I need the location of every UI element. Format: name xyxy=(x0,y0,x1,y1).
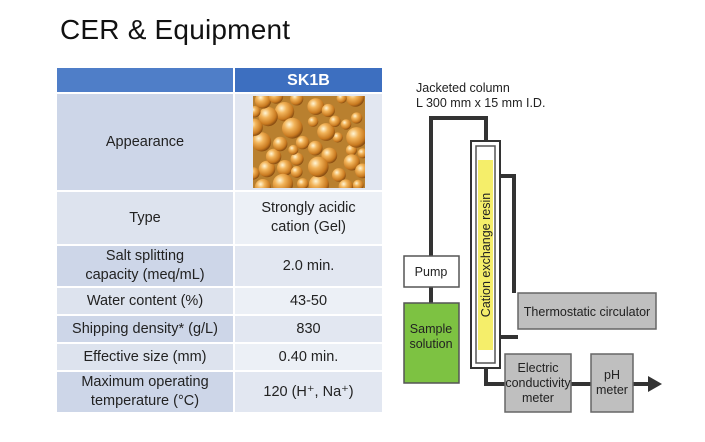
sample-line-1: Sample xyxy=(410,322,452,336)
resin-bead xyxy=(252,106,260,118)
resin-bead xyxy=(343,154,360,171)
type-line-2: cation (Gel) xyxy=(271,219,346,235)
table-header-blank xyxy=(55,66,235,94)
thermostat-label: Thermostatic circulator xyxy=(524,305,650,319)
resin-bead xyxy=(290,166,303,178)
resin-bead xyxy=(258,160,275,178)
resin-bead xyxy=(268,96,283,104)
resin-bead xyxy=(254,179,271,188)
row-value-effective-size: 0.40 min. xyxy=(233,342,384,372)
conductivity-meter-box xyxy=(504,353,572,413)
temp-line-2: temperature (°C) xyxy=(90,393,200,409)
outlet-arrow-icon xyxy=(648,376,662,392)
ph-line-2: meter xyxy=(596,383,628,397)
conductivity-line-1: Electric xyxy=(518,361,559,375)
resin-bead xyxy=(357,148,365,159)
resin-bead xyxy=(307,140,323,156)
resin-beads-image xyxy=(252,96,365,188)
column-label-line-1: Jacketed column xyxy=(416,81,510,95)
resin-bead xyxy=(274,102,294,122)
pipe-jacket-out xyxy=(500,174,516,293)
row-value-shipping-density: 830 xyxy=(233,314,384,344)
row-value-max-temperature: 120 (H⁺, Na⁺) xyxy=(233,370,384,414)
resin-bead xyxy=(345,127,365,148)
resin-bead xyxy=(287,144,298,155)
pump-box xyxy=(403,255,460,288)
page-title: CER & Equipment xyxy=(60,14,291,45)
row-value-salt-splitting: 2.0 min. xyxy=(233,244,384,288)
temp-line-1: Maximum operating xyxy=(81,374,209,390)
resin-bead xyxy=(352,179,364,188)
resin-bead xyxy=(258,107,278,127)
thermostatic-circulator-box xyxy=(517,292,657,330)
pump-label: Pump xyxy=(415,265,448,279)
type-line-1: Strongly acidic xyxy=(261,200,356,216)
resin-bead xyxy=(316,123,335,141)
pipe-top-to-pump xyxy=(429,116,488,256)
resin-bed xyxy=(478,160,493,350)
pipes xyxy=(429,116,650,386)
resin-bead xyxy=(307,116,318,127)
column-inner-wall xyxy=(475,145,496,364)
row-label-water-content: Water content (%) xyxy=(55,286,235,316)
salt-line-2: capacity (meq/mL) xyxy=(85,267,205,283)
resin-bead xyxy=(340,119,351,130)
row-label-max-temperature: Maximum operating temperature (°C) xyxy=(55,370,235,414)
ph-line-1: pH xyxy=(604,368,620,382)
resin-bead xyxy=(338,179,353,188)
resin-bead xyxy=(321,103,335,118)
resin-bead xyxy=(272,136,287,152)
conductivity-line-3: meter xyxy=(522,391,554,405)
conductivity-line-2: conductivity xyxy=(505,376,571,390)
resin-bead xyxy=(265,148,281,165)
resin-bead xyxy=(307,156,329,178)
specification-table: SK1B Appearance Type Strongly acidi xyxy=(55,66,384,414)
resin-bead xyxy=(289,96,303,106)
row-label-effective-size: Effective size (mm) xyxy=(55,342,235,372)
row-label-type: Type xyxy=(55,190,235,246)
row-label-salt-splitting: Salt splitting capacity (meq/mL) xyxy=(55,244,235,288)
appearance-image xyxy=(233,92,384,192)
resin-bead xyxy=(252,167,259,180)
resin-bead xyxy=(345,96,364,107)
sample-solution-box xyxy=(403,302,460,384)
resin-bead xyxy=(281,117,303,139)
row-label-appearance: Appearance xyxy=(55,92,235,192)
resin-bead xyxy=(308,174,329,188)
table-header-sk1b: SK1B xyxy=(233,66,384,94)
resin-bead xyxy=(350,112,362,124)
resin-bead xyxy=(328,115,341,127)
resin-bead xyxy=(354,163,365,179)
sample-line-2: solution xyxy=(409,337,452,351)
resin-label: Cation exchange resin xyxy=(479,193,493,317)
resin-bead xyxy=(332,132,343,143)
resin-bead xyxy=(331,168,346,182)
column-label-line-2: L 300 mm x 15 mm I.D. xyxy=(416,96,545,110)
row-value-type: Strongly acidic cation (Gel) xyxy=(233,190,384,246)
resin-bead xyxy=(254,96,271,109)
resin-bead xyxy=(252,132,271,152)
resin-bead xyxy=(336,96,347,104)
salt-line-1: Salt splitting xyxy=(105,248,185,264)
resin-bead xyxy=(296,178,309,188)
resin-bead xyxy=(252,118,263,136)
row-value-water-content: 43-50 xyxy=(233,286,384,316)
resin-bead xyxy=(306,98,324,115)
ph-meter-box xyxy=(590,353,634,413)
resin-bead xyxy=(295,135,309,150)
resin-bead xyxy=(345,144,357,156)
row-label-shipping-density: Shipping density* (g/L) xyxy=(55,314,235,344)
resin-bead xyxy=(272,173,293,188)
resin-bead xyxy=(276,160,293,176)
resin-bead xyxy=(290,152,304,166)
pipe-to-conductivity xyxy=(484,368,505,386)
